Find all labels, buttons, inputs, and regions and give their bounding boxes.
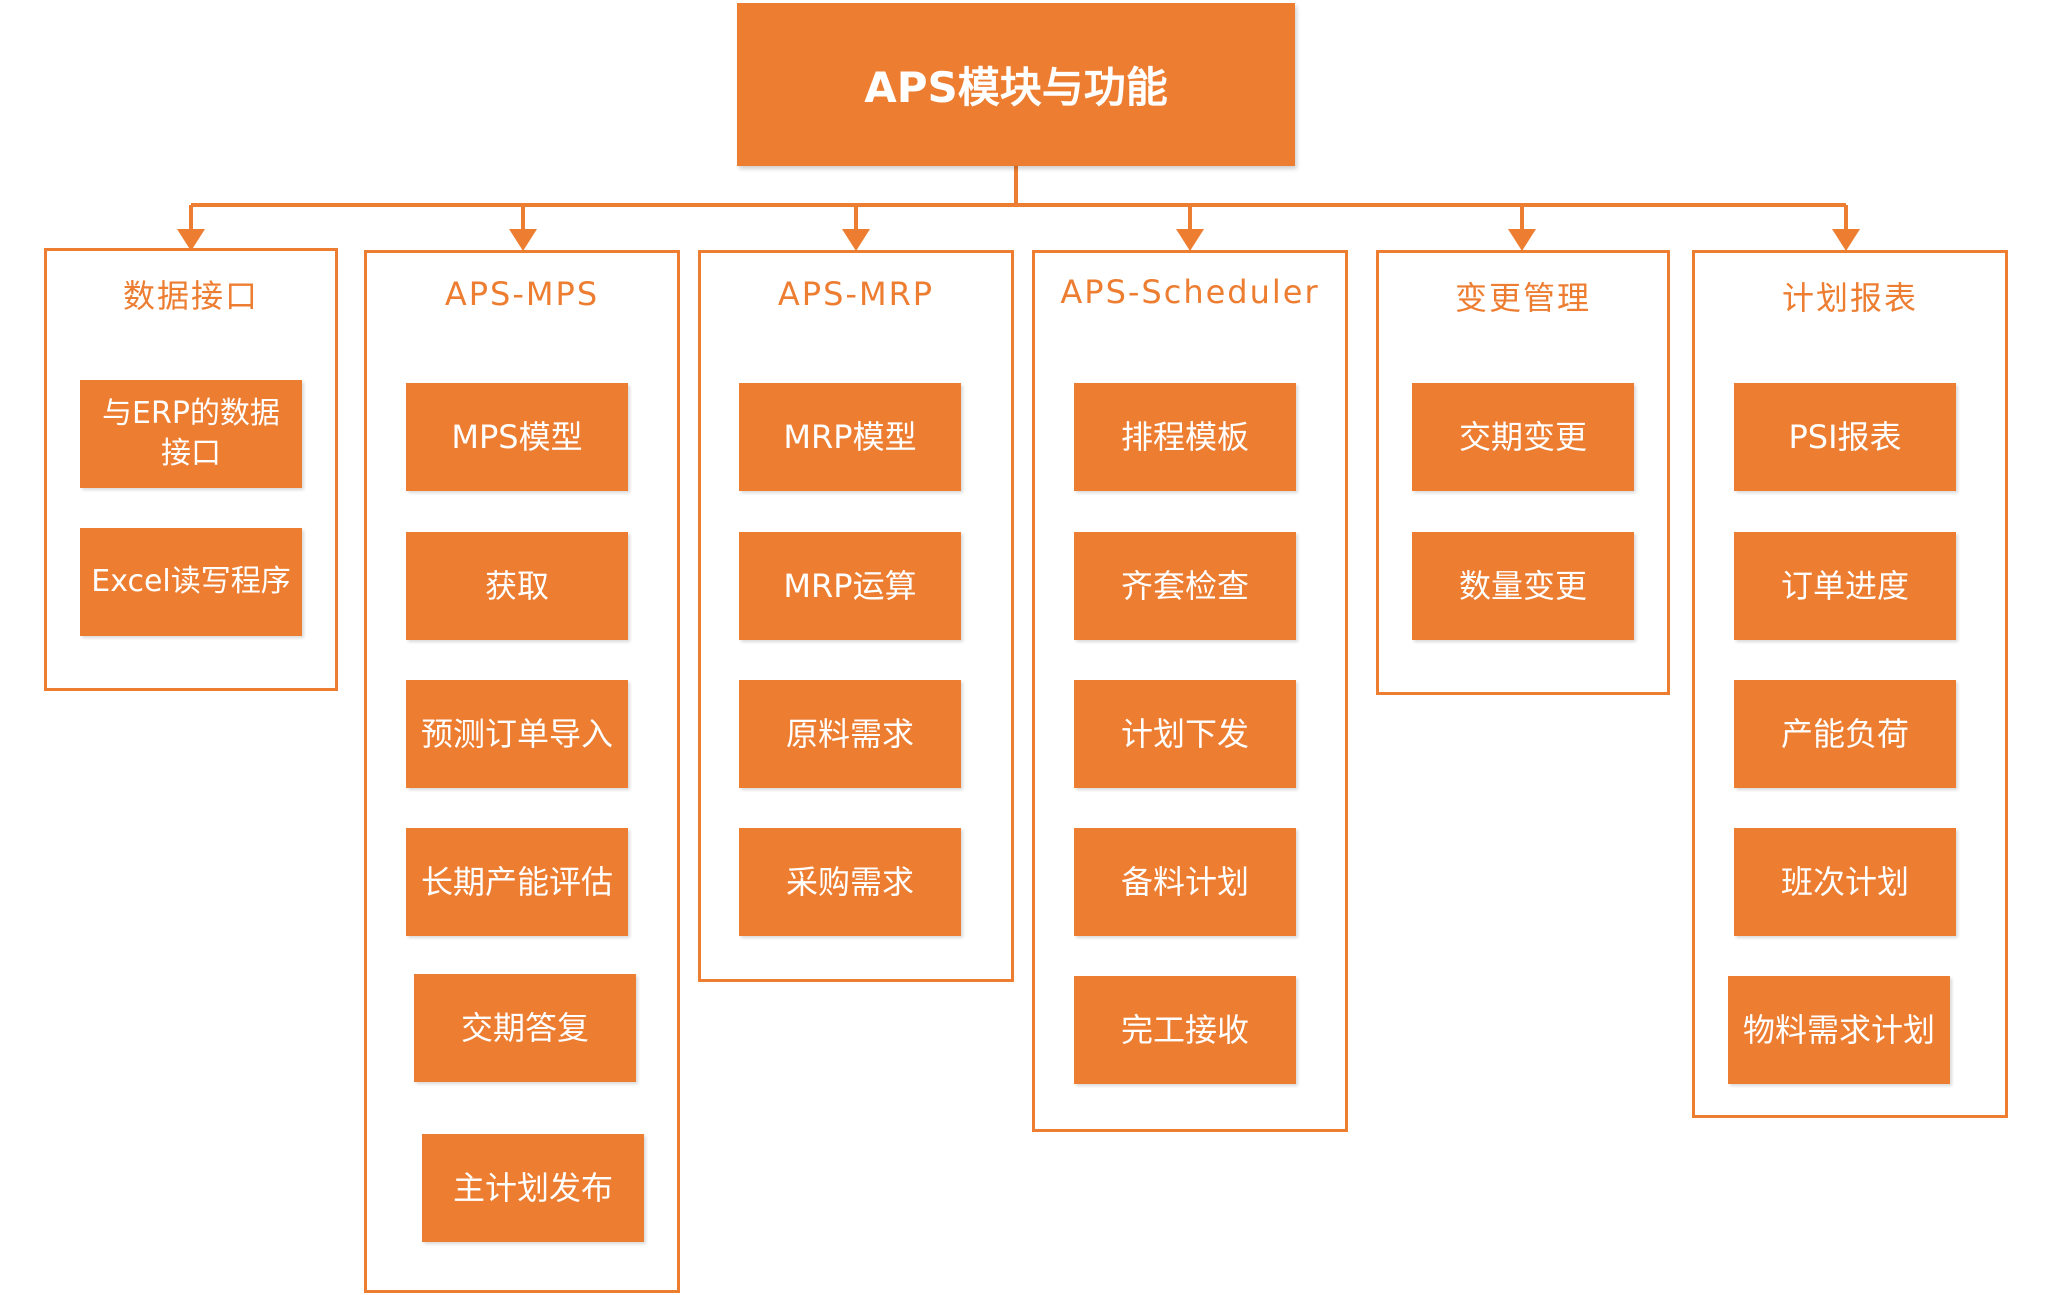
item-delivery-change: 交期变更 [1412,383,1634,491]
column-title: 数据接口 [122,277,259,315]
item-quantity-change: 数量变更 [1412,532,1634,640]
item-kitting-check: 齐套检查 [1074,532,1296,640]
item-forecast-import: 预测订单导入 [406,680,628,788]
item-material-prep-plan: 备料计划 [1074,828,1296,936]
item-master-plan-release: 主计划发布 [422,1134,644,1242]
item-purchase-demand: 采购需求 [739,828,961,936]
item-material-demand: 原料需求 [739,680,961,788]
item-mrp-model: MRP模型 [739,383,961,491]
root-title: APS模块与功能 [864,63,1168,112]
item-mps-model: MPS模型 [406,383,628,491]
item-capacity-load: 产能负荷 [1734,680,1956,788]
item-fetch: 获取 [406,532,628,640]
item-erp-interface: 与ERP的数据接口 [80,380,302,488]
item-order-progress: 订单进度 [1734,532,1956,640]
root-node: APS模块与功能 [737,3,1295,166]
column-title: APS-Scheduler [1060,273,1320,311]
column-title: APS-MRP [777,275,935,313]
item-psi-report: PSI报表 [1734,383,1956,491]
item-plan-dispatch: 计划下发 [1074,680,1296,788]
item-excel-program: Excel读写程序 [80,528,302,636]
item-delivery-reply: 交期答复 [414,974,636,1082]
item-shift-plan: 班次计划 [1734,828,1956,936]
column-title: 变更管理 [1454,279,1591,317]
item-mrp-calc: MRP运算 [739,532,961,640]
column-title: APS-MPS [444,275,600,313]
item-material-req-plan: 物料需求计划 [1728,976,1950,1084]
item-completion-receipt: 完工接收 [1074,976,1296,1084]
item-capacity-eval: 长期产能评估 [406,828,628,936]
item-schedule-template: 排程模板 [1074,383,1296,491]
column-title: 计划报表 [1781,279,1918,317]
